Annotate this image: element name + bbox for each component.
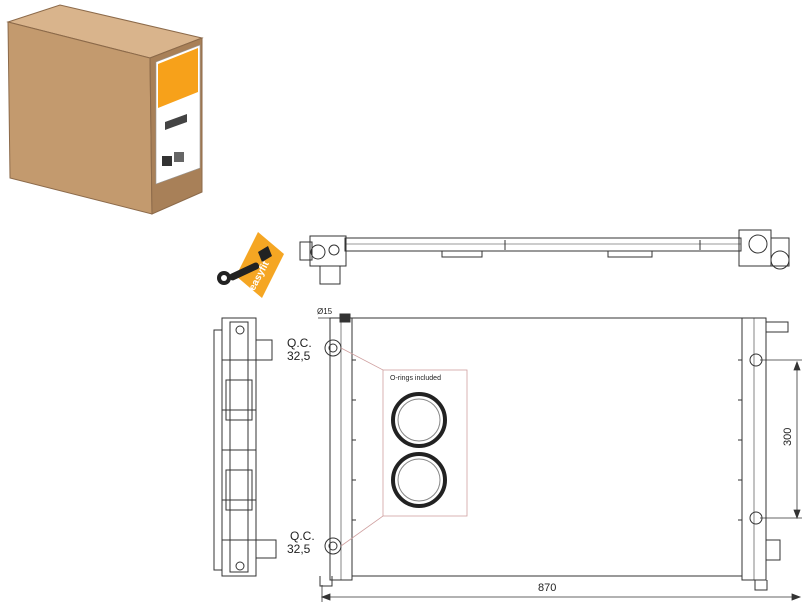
radiator-top-view [299, 229, 790, 285]
qc-bottom-line1: Q.C. [290, 529, 315, 543]
width-dimension-line [320, 585, 802, 602]
height-dimension-label: 300 [782, 427, 794, 446]
qc-bottom-line2: 32,5 [287, 542, 311, 556]
diameter-label: Ø15 [317, 307, 333, 316]
easyfit-badge [217, 232, 284, 298]
orings-label: O-rings included [390, 375, 441, 382]
height-dimension-line [760, 359, 802, 520]
radiator-side-view [213, 317, 277, 577]
wrench-icon [217, 246, 272, 285]
orings-inset [340, 347, 468, 547]
oring-bottom-icon [391, 452, 447, 508]
width-dimension-label: 870 [538, 582, 557, 594]
oring-top-icon [391, 392, 447, 448]
product-box-image [6, 4, 204, 215]
qc-top-line1: Q.C. [287, 336, 312, 350]
qc-top-line2: 32,5 [287, 349, 311, 363]
